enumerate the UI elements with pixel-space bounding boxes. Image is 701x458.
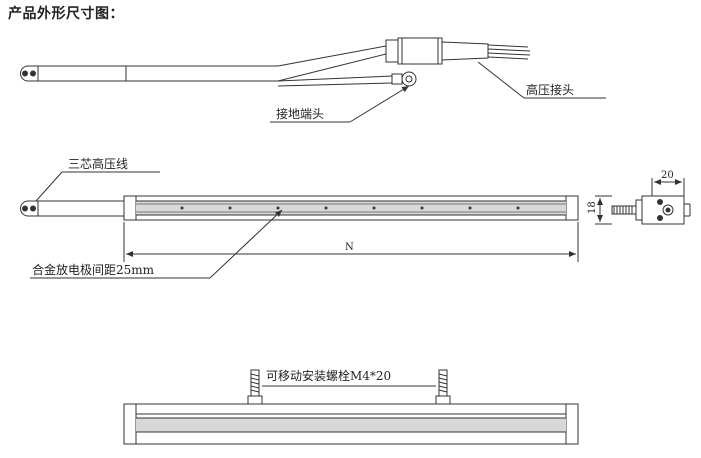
hv-connector-label: 高压接头 [526,82,574,97]
hv-connector-leader [477,61,525,99]
cable-end-cap [20,65,39,82]
bar-mounting-view [123,369,579,445]
hv-connector [385,37,531,65]
ground-ring-terminal [391,71,417,87]
height-dimension [595,195,612,225]
ionizer-bar-body [123,195,579,221]
ground-terminal-leader [349,85,410,123]
emitter-pin [180,206,184,210]
width-dim-label: 20 [661,170,674,181]
electrode-spacing-label: 合金放电极间距25mm [32,262,155,277]
emitter-pin [372,206,376,210]
emitter-pin [516,206,520,210]
bar-end-view [595,178,691,225]
mounting-bolt-right [435,369,451,405]
emitter-pins [180,206,520,210]
bar-cable-end-cap [20,200,124,217]
length-dim-label: N [345,242,354,253]
three-core-wire-leader [35,171,63,202]
ionizer-bar-bottom [123,403,579,445]
emitter-pin [228,206,232,210]
emitter-pin [276,206,280,210]
three-core-wire-label: 三芯高压线 [68,156,128,171]
page-title: 产品外形尺寸图： [8,6,124,22]
length-dimension [123,222,579,262]
electrode-spacing-leader [209,209,283,279]
width-dimension [651,178,685,196]
three-core-cable [38,45,393,87]
emitter-pin [468,206,472,210]
emitter-pin [324,206,328,210]
cable-assembly-view [20,37,606,123]
height-dim-label: 18 [587,201,598,214]
mount-bolt-label: 可移动安装螺栓M4*20 [266,368,391,383]
bar-side-view [20,171,579,279]
emitter-pin [420,206,424,210]
ground-terminal-label: 接地端头 [276,106,324,121]
mounting-bolt-left [247,369,263,405]
end-view-bolt [611,205,637,215]
